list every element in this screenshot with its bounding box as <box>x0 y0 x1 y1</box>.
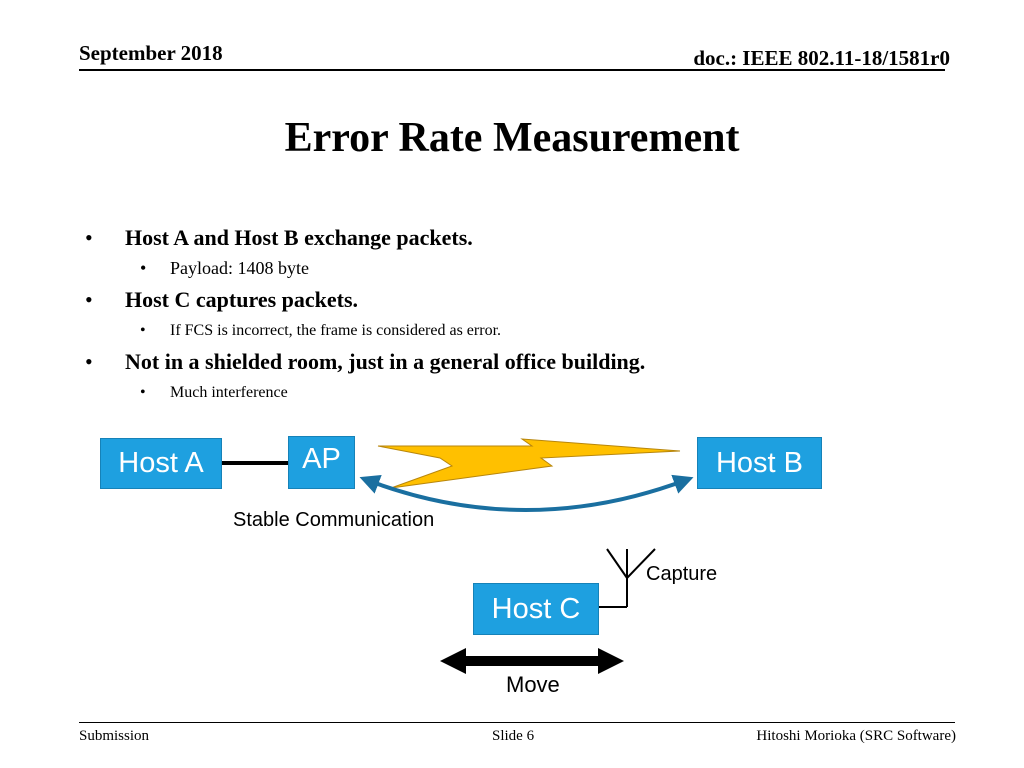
bullet-capture: Host C captures packets. <box>85 284 965 315</box>
stable-communication-arc <box>359 474 694 512</box>
wireless-lightning <box>377 438 681 489</box>
move-label: Move <box>506 672 560 697</box>
header-doc-id: doc.: IEEE 802.11-18/1581r0 <box>693 46 950 70</box>
footer-author: Hitoshi Morioka (SRC Software) <box>756 728 956 744</box>
header-divider <box>79 69 945 71</box>
host-b-box: Host B <box>697 437 822 489</box>
sub-bullet-payload: Payload: 1408 byte <box>85 253 965 284</box>
sub-bullet-fcs: If FCS is incorrect, the frame is consid… <box>85 315 965 346</box>
capture-label: Capture <box>646 563 718 585</box>
slide-title: Error Rate Measurement <box>284 115 740 161</box>
ap-box: AP <box>288 436 355 489</box>
sub-bullet-interference: Much interference <box>85 377 965 408</box>
header-date: September 2018 <box>79 41 223 65</box>
bullet-exchange: Host A and Host B exchange packets. <box>85 222 965 253</box>
bullet-list: Host A and Host B exchange packets. Payl… <box>85 222 965 408</box>
footer-divider <box>79 722 955 723</box>
footer-slide-number: Slide 6 <box>492 728 535 744</box>
host-a-box: Host A <box>100 438 222 489</box>
antenna-icon <box>598 548 656 608</box>
footer-submission: Submission <box>79 728 150 744</box>
bullet-environment: Not in a shielded room, just in a genera… <box>85 346 965 377</box>
host-c-box: Host C <box>473 583 599 635</box>
stable-communication-label: Stable Communication <box>233 509 435 531</box>
move-arrow-icon <box>440 648 624 674</box>
